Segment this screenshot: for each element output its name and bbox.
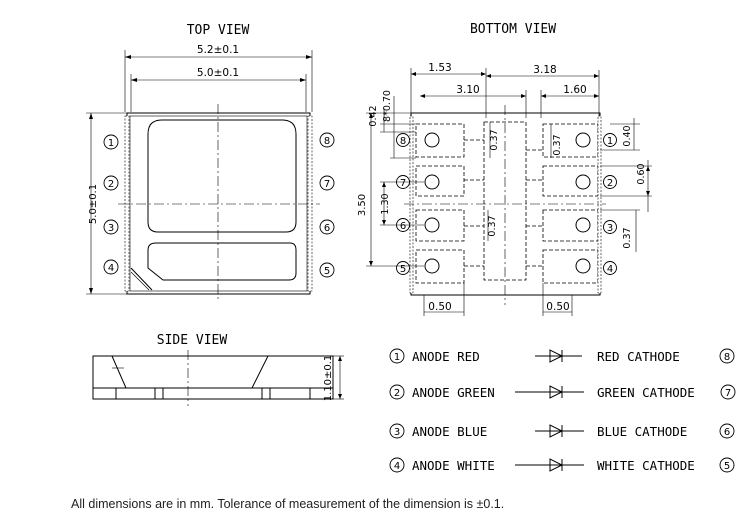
svg-text:3: 3	[394, 427, 400, 438]
svg-text:7: 7	[400, 178, 406, 189]
dim-0-42: 0.42	[368, 105, 379, 126]
svg-text:6: 6	[324, 223, 330, 234]
svg-text:8: 8	[324, 136, 330, 147]
bottom-pads	[415, 121, 599, 284]
top-pins-right: 8 7 6 5	[319, 132, 335, 278]
legend-row-green: 2 ANODE GREEN GREEN CATHODE 7	[389, 384, 736, 400]
svg-text:4: 4	[108, 263, 114, 274]
legend-row-red: 1 ANODE RED RED CATHODE 8	[389, 348, 735, 364]
svg-text:6: 6	[724, 427, 730, 438]
svg-text:2: 2	[394, 388, 400, 399]
svg-text:7: 7	[324, 179, 330, 190]
top-pins-left: 1 2 3 4	[103, 134, 119, 275]
svg-text:8: 8	[400, 136, 406, 147]
footnote: All dimensions are in mm. Tolerance of m…	[71, 497, 505, 511]
bottom-pad-holes	[424, 132, 591, 274]
legend-anode-green: ANODE GREEN	[412, 385, 495, 400]
dim-width-inner: 5.0±0.1	[197, 67, 239, 79]
svg-text:4: 4	[394, 461, 400, 472]
legend-cathode-green: GREEN CATHODE	[597, 385, 695, 400]
svg-text:4: 4	[607, 264, 613, 275]
legend-cathode-white: WHITE CATHODE	[597, 458, 695, 473]
dim-0-50-left: 0.50	[428, 301, 451, 313]
svg-text:2: 2	[607, 178, 613, 189]
dim-0-37-a: 0.37	[489, 129, 500, 150]
bottom-pins-right: 1 2 3 4	[603, 133, 617, 275]
legend-anode-blue: ANODE BLUE	[412, 424, 487, 439]
top-left-leads	[124, 115, 313, 292]
svg-text:3: 3	[108, 223, 114, 234]
dim-width-outer: 5.2±0.1	[197, 44, 239, 56]
dim-0-60: 0.60	[636, 163, 647, 184]
svg-text:2: 2	[108, 179, 114, 190]
top-view-title: TOP VIEW	[187, 23, 250, 38]
legend-anode-white: ANODE WHITE	[412, 458, 495, 473]
dim-3-18: 3.18	[533, 64, 556, 76]
dim-0-37-d: 0.37	[622, 227, 633, 248]
dim-0-37-c: 0.37	[552, 134, 563, 155]
legend-row-blue: 3 ANODE BLUE BLUE CATHODE 6	[389, 423, 735, 439]
side-view: SIDE VIEW 1.10±0.1	[92, 333, 344, 406]
dim-0-40: 0.40	[622, 125, 633, 146]
svg-text:6: 6	[400, 221, 406, 232]
legend-row-white: 4 ANODE WHITE WHITE CATHODE 5	[389, 457, 735, 473]
top-view: TOP VIEW 5.2±0.1 5.0±0.1 5.0±0.1	[86, 23, 335, 300]
bottom-view-title: BOTTOM VIEW	[470, 22, 556, 37]
svg-text:1: 1	[108, 138, 114, 149]
dim-height: 5.0±0.1	[88, 184, 99, 224]
dim-1-53: 1.53	[428, 62, 451, 74]
legend-anode-red: ANODE RED	[412, 349, 480, 364]
svg-text:1: 1	[394, 352, 400, 363]
legend-cathode-red: RED CATHODE	[597, 349, 680, 364]
svg-text:7: 7	[725, 388, 731, 399]
dim-1-30: 1.30	[380, 193, 391, 214]
svg-text:5: 5	[324, 266, 330, 277]
pin-legend: 1 ANODE RED RED CATHODE 8 2 ANODE GREEN …	[389, 348, 736, 473]
side-dim-height: 1.10±0.1	[323, 355, 334, 402]
legend-cathode-blue: BLUE CATHODE	[597, 424, 687, 439]
dim-3-50: 3.50	[357, 194, 368, 216]
side-view-title: SIDE VIEW	[157, 333, 228, 348]
dim-1-60: 1.60	[563, 84, 586, 96]
svg-text:1: 1	[607, 136, 613, 147]
dim-0-50-right: 0.50	[546, 301, 569, 313]
dim-3-10: 3.10	[456, 84, 479, 96]
svg-text:5: 5	[400, 264, 406, 275]
dim-0-37-b: 0.37	[487, 215, 498, 236]
svg-text:3: 3	[607, 223, 613, 234]
bottom-view: BOTTOM VIEW 1.53 3.18 3.10 1.60	[357, 22, 652, 316]
svg-text:8: 8	[724, 352, 730, 363]
svg-text:5: 5	[724, 461, 730, 472]
dim-8x0-70: 8*0.70	[382, 90, 393, 122]
